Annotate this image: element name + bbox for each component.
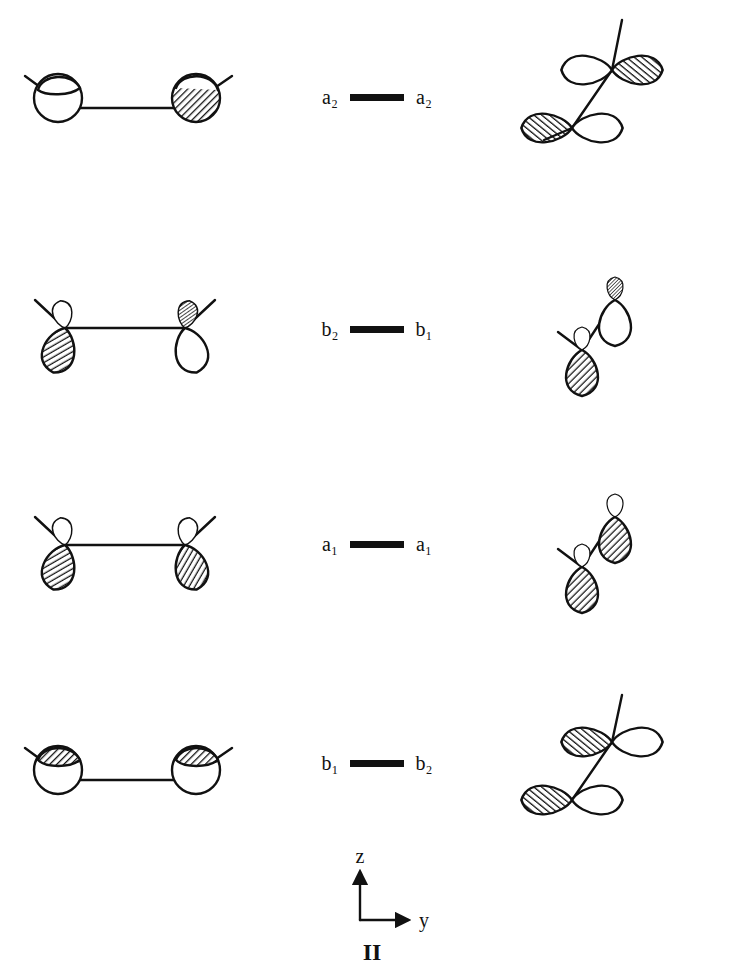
axis-label: y bbox=[419, 910, 429, 930]
energy-level bbox=[350, 326, 404, 333]
symmetry-label: b₁ bbox=[416, 319, 433, 339]
twisted-orbital bbox=[521, 695, 662, 814]
axis-label: z bbox=[356, 846, 365, 866]
symmetry-label: a₁ bbox=[322, 534, 338, 554]
symmetry-label: b₁ bbox=[322, 753, 339, 773]
planar-orbital bbox=[35, 516, 215, 593]
energy-level bbox=[350, 94, 404, 101]
planar-orbital bbox=[35, 299, 215, 376]
figure-number: II bbox=[363, 940, 382, 964]
energy-level bbox=[350, 760, 404, 767]
planar-orbital bbox=[25, 74, 232, 122]
symmetry-label: a₂ bbox=[416, 87, 432, 107]
energy-level bbox=[350, 541, 404, 548]
twisted-orbital bbox=[521, 20, 662, 142]
axis-arrows bbox=[360, 872, 408, 920]
planar-orbital bbox=[25, 746, 232, 794]
symmetry-label: b₂ bbox=[416, 753, 433, 773]
energy-levels bbox=[350, 94, 404, 767]
symmetry-label: b₂ bbox=[322, 319, 339, 339]
twisted-orbital bbox=[558, 277, 631, 396]
twisted-orbital bbox=[558, 494, 631, 613]
symmetry-label: a₂ bbox=[322, 87, 338, 107]
symmetry-label: a₁ bbox=[416, 534, 432, 554]
